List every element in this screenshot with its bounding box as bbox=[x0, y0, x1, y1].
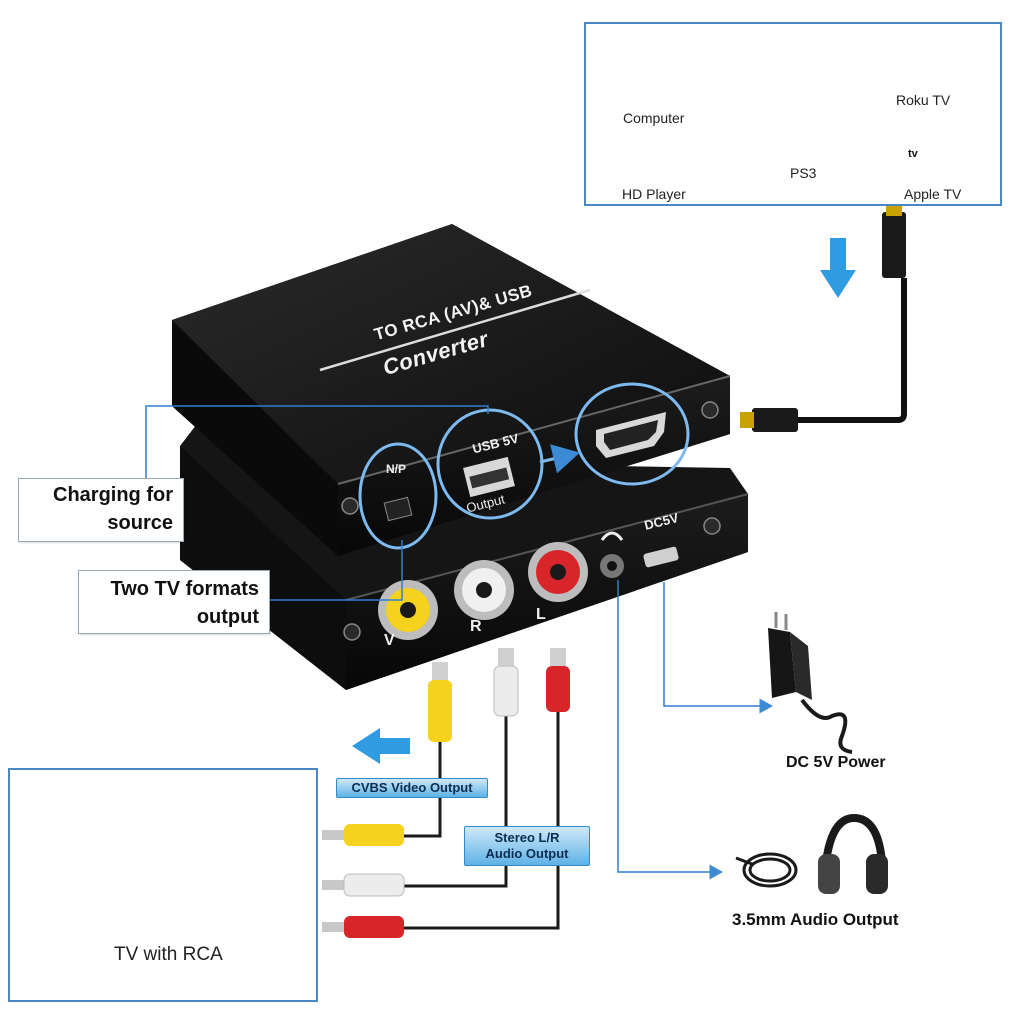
port-label-l: L bbox=[536, 606, 546, 623]
hdmi-plug-left bbox=[752, 408, 798, 432]
device-label-apple-tv: Apple TV bbox=[904, 186, 962, 202]
device-label-roku-tv: Roku TV bbox=[896, 92, 951, 108]
power-adapter-icon bbox=[768, 612, 853, 754]
label-tv-with-rca: TV with RCA bbox=[114, 944, 223, 965]
port-label-v: V bbox=[384, 632, 395, 649]
rca-plug-yellow-tv bbox=[322, 824, 404, 846]
device-label-ps3: PS3 bbox=[790, 165, 817, 181]
down-arrow-icon bbox=[820, 238, 856, 298]
rca-plug-red-tv bbox=[322, 916, 404, 938]
rca-jack-right bbox=[454, 560, 514, 620]
rca-plug-red bbox=[546, 648, 570, 712]
hdmi-plug-top bbox=[882, 212, 906, 278]
usb-port-highlight bbox=[436, 408, 544, 520]
rca-jack-video bbox=[378, 580, 438, 640]
audio-cable-icon bbox=[735, 852, 798, 888]
rca-plug-white bbox=[493, 648, 519, 717]
port-label-r: R bbox=[470, 618, 482, 635]
rca-plug-yellow bbox=[428, 662, 452, 742]
dc-jack bbox=[643, 546, 679, 568]
np-switch-highlight bbox=[358, 442, 438, 550]
callout-charging-line1: Charging for bbox=[53, 484, 173, 506]
headphone-icon bbox=[600, 531, 624, 541]
rca-plug-white-tv bbox=[322, 873, 405, 897]
hdmi-cable bbox=[792, 278, 907, 423]
callout-tv-formats-line2: output bbox=[196, 606, 259, 628]
headphones-icon bbox=[818, 813, 888, 894]
label-dc-5v-power: DC 5V Power bbox=[786, 754, 886, 771]
device-label-hd-player: HD Player bbox=[622, 186, 686, 202]
tag-stereo-line1: Stereo L/R bbox=[494, 830, 560, 845]
tag-stereo-audio-output: Stereo L/R Audio Output bbox=[464, 826, 590, 866]
apple-tv-logo: tv bbox=[908, 148, 918, 160]
source-devices-frame bbox=[584, 22, 1002, 206]
tv-frame bbox=[8, 768, 318, 1002]
callout-charging-line2: source bbox=[107, 512, 173, 534]
tag-stereo-line2: Audio Output bbox=[485, 846, 569, 861]
label-audio-output: 3.5mm Audio Output bbox=[732, 910, 899, 929]
left-arrow-icon bbox=[352, 728, 410, 764]
rca-jack-left bbox=[528, 542, 588, 602]
hdmi-port-highlight bbox=[574, 382, 690, 486]
callout-charging-for-source: Charging for source bbox=[18, 478, 184, 542]
device-label-computer: Computer bbox=[623, 110, 685, 126]
roku-logo: Roku bbox=[892, 69, 910, 76]
np-switch-label: N/P bbox=[386, 462, 407, 476]
tag-cvbs-video-output: CVBS Video Output bbox=[336, 778, 488, 798]
np-switch bbox=[383, 496, 413, 522]
callout-two-tv-formats: Two TV formats output bbox=[78, 570, 270, 634]
callout-tv-formats-line1: Two TV formats bbox=[110, 578, 259, 600]
